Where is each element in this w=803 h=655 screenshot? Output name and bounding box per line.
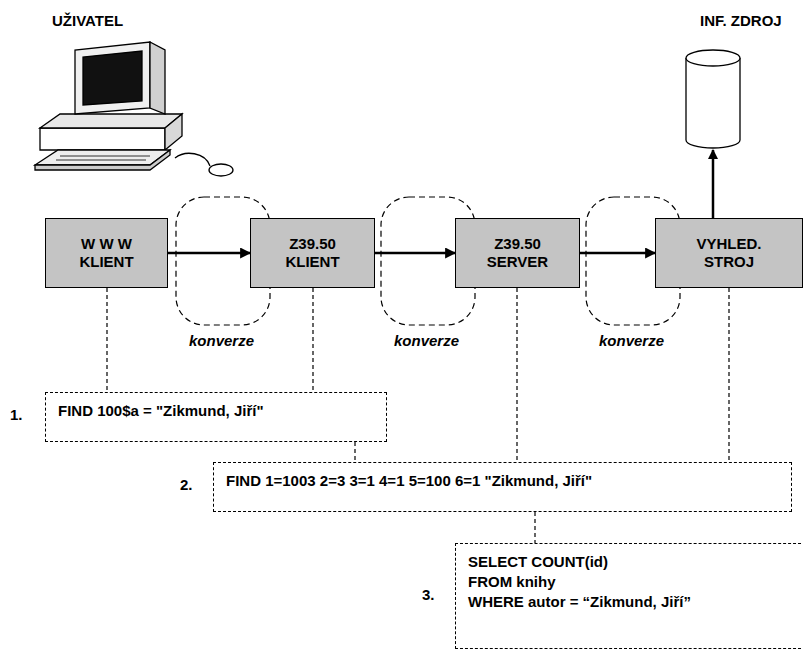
leader-line [516,288,517,462]
conversion-region [176,197,680,325]
node-text: Z39.50 SERVER [483,235,553,271]
process-box: Z39.50 SERVER [455,218,580,288]
leader-line [534,512,535,543]
text-stack: Z39.50 SERVER [483,235,553,271]
process-box: Z39.50 KLIENT [250,218,375,288]
conversion-label: konverze [599,332,664,349]
conversion-label: konverze [394,332,459,349]
query-box: FIND 100$a = "Zikmund, Jiří" [45,392,387,442]
callout-number: 2. [180,476,193,493]
computer-icon [35,42,233,176]
callout-number: 3. [422,586,435,603]
node-text: FIND 1=1003 2=3 3=1 4=1 5=100 6=1 "Zikmu… [226,471,779,491]
query-box: FIND 1=1003 2=3 3=1 4=1 5=100 6=1 "Zikmu… [213,462,792,512]
leader-line [106,288,107,392]
column-heading: UŽIVATEL [52,12,123,29]
node-text: Z39.50 KLIENT [278,235,348,271]
text-stack: W W W KLIENT [72,235,142,271]
flow-arrow [375,252,455,255]
text-stack: Z39.50 KLIENT [278,235,348,271]
leader-line [728,288,729,462]
text-stack: VYHLED. STROJ [694,235,764,271]
query-box: SELECT COUNT(id)FROM knihyWHERE autor = … [455,543,803,649]
process-box: W W W KLIENT [45,218,168,288]
node-text: FROM knihy [468,572,794,592]
node-text: W W W KLIENT [72,235,142,271]
flow-arrow [580,252,655,255]
node-text: FIND 100$a = "Zikmund, Jiří" [58,401,374,421]
database-icon [686,50,740,148]
leader-line [312,288,313,392]
node-text: VYHLED. STROJ [694,235,764,271]
column-heading: INF. ZDROJ [700,12,782,29]
flow-arrow [168,252,250,255]
node-text: SELECT COUNT(id) [468,552,794,572]
query-arrow [712,150,715,218]
process-box: VYHLED. STROJ [655,218,803,288]
node-text: WHERE autor = “Zikmund, Jiří” [468,592,794,612]
conversion-label: konverze [189,332,254,349]
leader-line [354,442,355,462]
callout-number: 1. [10,406,23,423]
